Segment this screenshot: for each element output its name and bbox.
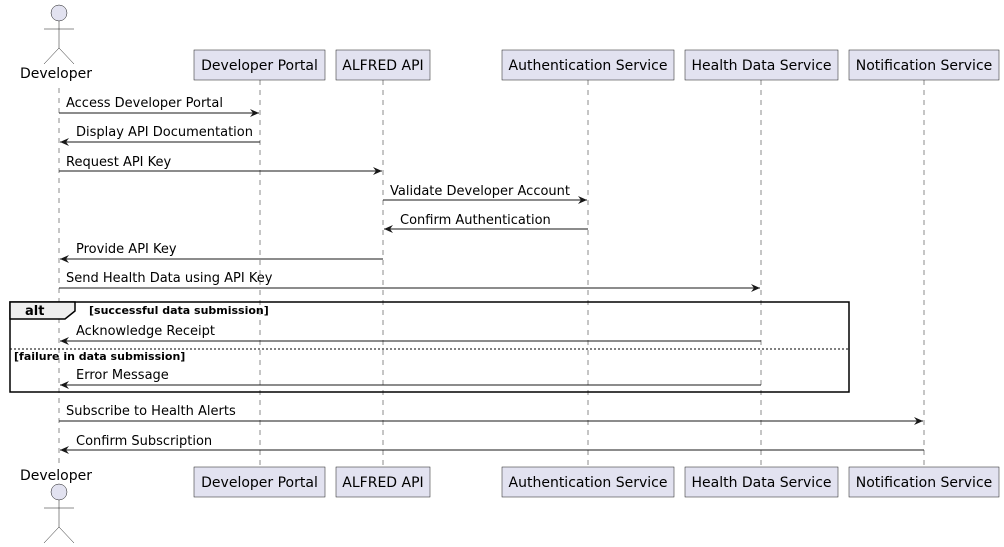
participant-notification-service-top: Notification Service — [848, 49, 1000, 81]
message-error-message: Error Message — [60, 368, 761, 389]
actor-body-icon — [43, 21, 75, 65]
message-acknowledge-receipt: Acknowledge Receipt — [60, 324, 761, 345]
actor-developer-top: Developer — [20, 4, 92, 82]
message-subscribe-health-alerts: Subscribe to Health Alerts — [59, 404, 923, 425]
participant-health-data-service-bottom: Health Data Service — [684, 466, 839, 498]
participant-developer-portal-bottom: Developer Portal — [193, 466, 326, 498]
participant-label: Health Data Service — [691, 475, 831, 491]
participant-label: Authentication Service — [509, 58, 668, 74]
alt-keyword: alt — [25, 304, 44, 319]
participant-label: Health Data Service — [691, 58, 831, 74]
actor-body-icon — [43, 500, 75, 544]
message-label: Send Health Data using API Key — [66, 271, 273, 286]
message-validate-developer-account: Validate Developer Account — [383, 184, 587, 204]
message-label: Request API Key — [66, 155, 172, 170]
participant-authentication-service-top: Authentication Service — [501, 49, 675, 81]
participant-label: ALFRED API — [342, 475, 423, 491]
message-access-developer-portal: Access Developer Portal — [59, 96, 259, 117]
message-confirm-authentication: Confirm Authentication — [384, 213, 588, 233]
message-send-health-data: Send Health Data using API Key — [59, 271, 760, 292]
message-label: Validate Developer Account — [390, 184, 570, 199]
alt-condition-success: [successful data submission] — [89, 304, 269, 317]
participant-label: Authentication Service — [509, 475, 668, 491]
message-label: Confirm Subscription — [76, 434, 212, 449]
message-provide-api-key: Provide API Key — [60, 242, 383, 263]
participant-authentication-service-bottom: Authentication Service — [501, 466, 675, 498]
message-label: Subscribe to Health Alerts — [66, 404, 236, 419]
message-label: Confirm Authentication — [400, 213, 551, 228]
participant-label: Notification Service — [856, 475, 993, 491]
participant-label: Notification Service — [856, 58, 993, 74]
participant-alfred-api-bottom: ALFRED API — [335, 466, 431, 498]
alt-tab — [9, 301, 76, 320]
participant-label: Developer — [20, 468, 92, 484]
alt-condition-failure: [failure in data submission] — [14, 350, 185, 363]
message-confirm-subscription: Confirm Subscription — [60, 434, 924, 454]
message-request-api-key: Request API Key — [59, 155, 382, 175]
participant-health-data-service-top: Health Data Service — [684, 49, 839, 81]
message-display-api-documentation: Display API Documentation — [60, 125, 260, 146]
participant-alfred-api-top: ALFRED API — [335, 49, 431, 81]
message-label: Acknowledge Receipt — [76, 324, 215, 339]
message-label: Provide API Key — [76, 242, 177, 257]
actor-head-icon — [50, 4, 68, 22]
participant-label: Developer Portal — [201, 475, 318, 491]
participant-developer-portal-top: Developer Portal — [193, 49, 326, 81]
message-label: Display API Documentation — [76, 125, 253, 140]
message-label: Access Developer Portal — [66, 96, 223, 111]
alt-fragment: alt [successful data submission] [failur… — [9, 301, 850, 393]
participant-label: Developer Portal — [201, 58, 318, 74]
actor-developer-bottom: Developer — [20, 468, 92, 544]
actor-head-icon — [50, 483, 68, 501]
participant-label: Developer — [20, 66, 92, 82]
participant-label: ALFRED API — [342, 58, 423, 74]
message-label: Error Message — [76, 368, 169, 383]
participant-notification-service-bottom: Notification Service — [848, 466, 1000, 498]
